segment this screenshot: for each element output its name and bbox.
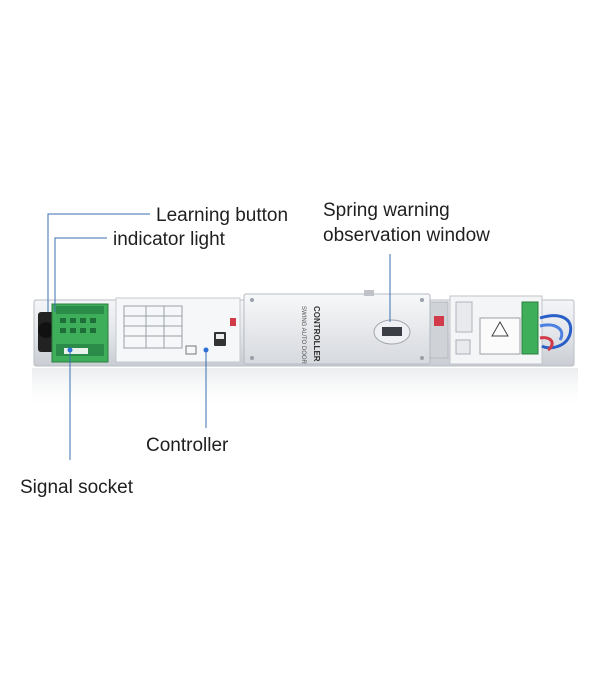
leader-learning-button [47,213,150,312]
controller-box-title: CONTROLLER [312,306,321,362]
indicator-light-label: indicator light [113,229,225,250]
learning-button-label: Learning button [156,205,289,226]
controller-label: Controller [146,435,229,456]
signal-socket-board [38,303,109,363]
controller-box-subtitle: SWING AUTO DOOR [300,306,306,365]
power-supply [449,295,543,365]
floor-reflection [32,368,578,410]
leader-indicator-light [54,237,107,312]
spring-window-label-line1: Spring warning [323,200,450,221]
controller-marker-dot [203,347,209,353]
spring-window-label-line2: observation window [323,225,490,246]
signal-socket-marker-dot [67,347,73,353]
controller-box [243,290,431,365]
rail-connector [429,301,449,359]
controller-panel [115,297,241,363]
signal-socket-label: Signal socket [20,477,134,498]
leader-lines [47,213,391,460]
power-wires [539,314,573,352]
